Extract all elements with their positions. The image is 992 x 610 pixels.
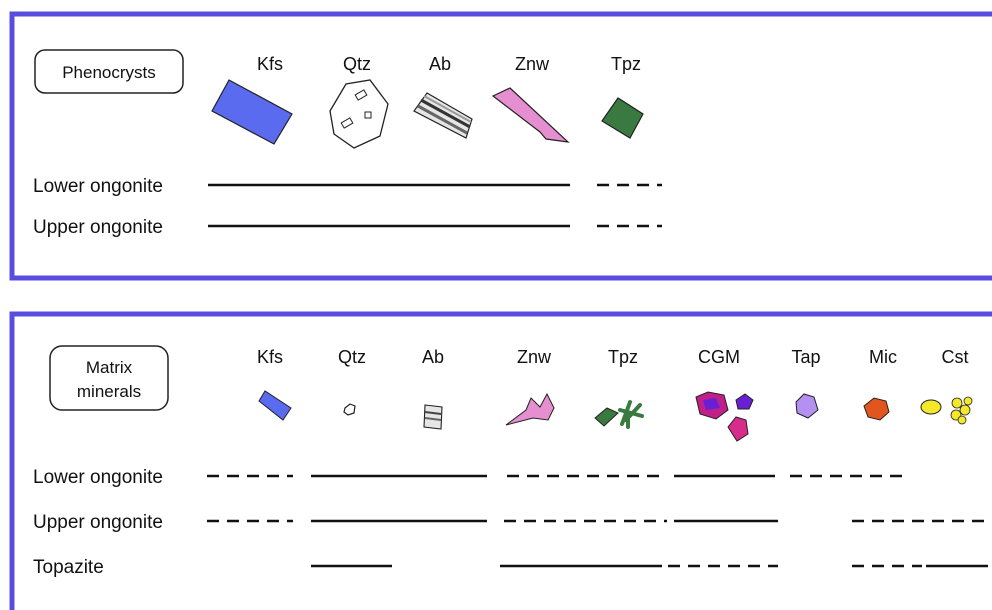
pheno-row-label-upper: Upper ongonite — [33, 217, 163, 238]
pheno-header-kfs: Kfs — [257, 54, 283, 74]
cst-matrix-glyph — [920, 396, 973, 425]
pheno-row-label-lower: Lower ongonite — [33, 176, 163, 197]
matrix-row-lines — [207, 474, 990, 568]
mic-matrix-glyph — [863, 397, 890, 421]
matrix-panel: Matrix minerals Kfs Qtz Ab Znw Tpz CGM T… — [9, 311, 992, 610]
znw-phenocryst-glyph — [491, 87, 570, 143]
pheno-header-ab: Ab — [429, 54, 451, 74]
pheno-header-znw: Znw — [515, 54, 550, 74]
matrix-header-znw: Znw — [517, 347, 552, 367]
matrix-header-qtz: Qtz — [338, 347, 366, 367]
znw-matrix-glyph — [505, 392, 555, 426]
matrix-header-ab: Ab — [422, 347, 444, 367]
matrix-header-cgm: CGM — [698, 347, 740, 367]
tap-matrix-glyph — [795, 393, 819, 419]
tpz-matrix-glyph — [594, 400, 644, 429]
kfs-phenocryst-glyph — [211, 79, 293, 145]
phenocrysts-title: Phenocrysts — [62, 63, 156, 82]
matrix-header-kfs: Kfs — [257, 347, 283, 367]
matrix-header-mic: Mic — [869, 347, 897, 367]
tpz-phenocryst-glyph — [601, 97, 644, 139]
matrix-title-frame — [49, 345, 169, 411]
phenocrysts-title-frame — [34, 49, 184, 94]
phenocrysts-title-box: Phenocrysts — [34, 49, 184, 94]
matrix-title-line-1: Matrix — [86, 358, 133, 377]
cgm-matrix-glyph — [695, 391, 754, 442]
ab-matrix-glyph — [423, 404, 443, 430]
matrix-row-label-lower: Lower ongonite — [33, 467, 163, 488]
matrix-row-label-topazite: Topazite — [33, 557, 104, 578]
matrix-header-tap: Tap — [791, 347, 820, 367]
pheno-header-tpz: Tpz — [611, 54, 641, 74]
qtz-phenocryst-glyph — [329, 79, 389, 149]
matrix-header-tpz: Tpz — [608, 347, 638, 367]
matrix-title-box: Matrix minerals — [49, 345, 169, 411]
matrix-title-line-2: minerals — [77, 382, 141, 401]
qtz-matrix-glyph — [343, 403, 356, 416]
matrix-panel-border — [9, 311, 992, 610]
pheno-row-lines — [208, 183, 662, 228]
kfs-matrix-glyph — [258, 390, 292, 421]
matrix-row-label-upper: Upper ongonite — [33, 512, 163, 533]
pheno-header-qtz: Qtz — [343, 54, 371, 74]
ab-phenocryst-glyph — [413, 92, 473, 139]
phenocrysts-panel: Phenocrysts Kfs Qtz Ab Znw Tpz Lower ong… — [9, 11, 992, 281]
matrix-header-cst: Cst — [942, 347, 969, 367]
